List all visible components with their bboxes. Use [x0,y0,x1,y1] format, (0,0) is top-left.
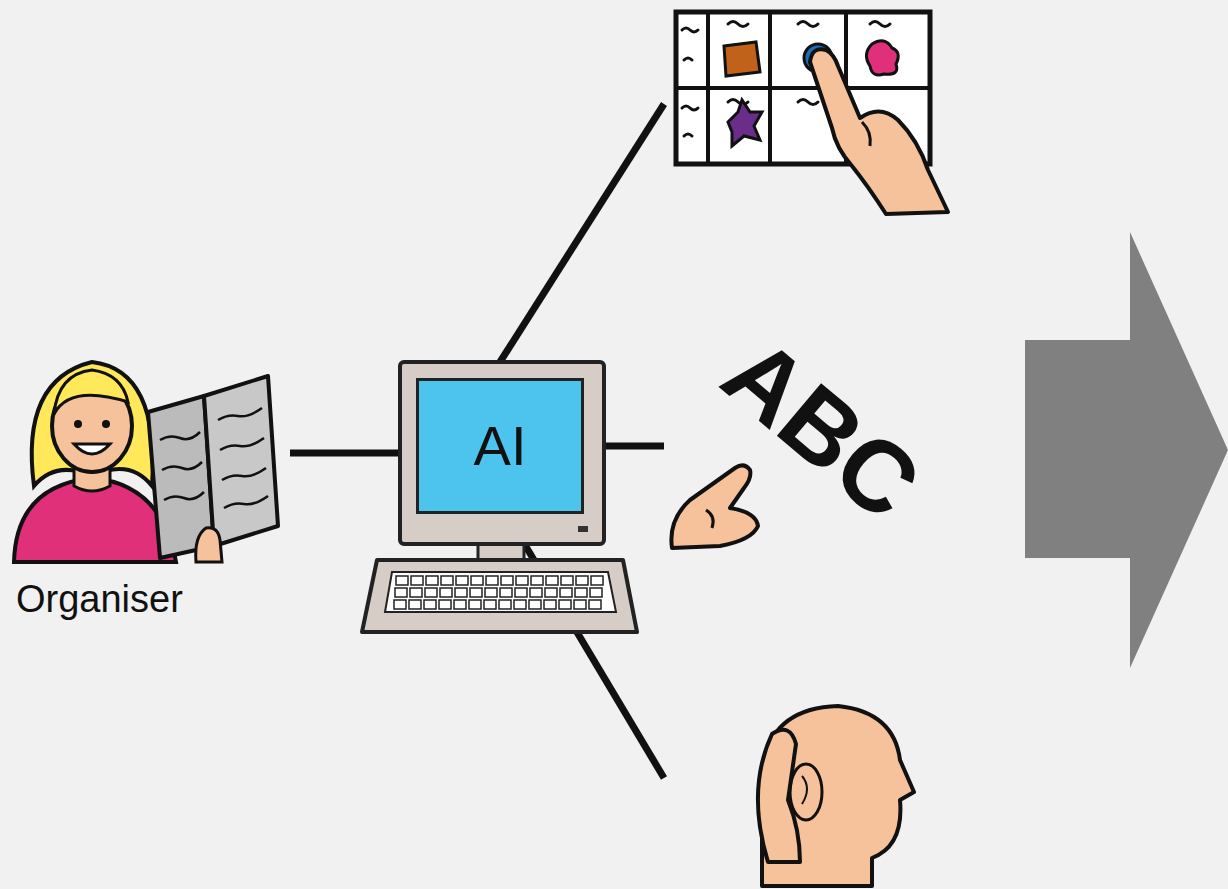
writing-hand [671,465,758,548]
illustration-part [724,42,760,76]
illustration-part [682,28,698,32]
organiser-figure: Organiser [10,340,290,640]
person-part [218,408,262,420]
illustration-part [798,100,818,105]
person-part [74,444,110,454]
key [544,600,556,609]
key [426,576,438,585]
connector-line [290,450,398,457]
illustration-part [870,22,890,27]
key [514,600,526,609]
key [425,588,437,597]
screen-text: AI [474,414,527,478]
key [395,588,407,597]
illustration-part [394,576,603,609]
listening-head [758,706,914,886]
person-part [74,420,82,428]
key [530,588,542,597]
key [546,576,558,585]
key [559,600,571,609]
illustration-part [728,22,748,27]
illustration-part [500,104,664,362]
person-part [54,370,128,414]
illustration-part [862,122,870,146]
illustration-part [676,86,930,90]
person-part [204,376,278,546]
illustration-part [525,545,664,778]
key [396,576,408,585]
pointing-hand [810,49,948,214]
illustration-part [728,100,762,146]
key [469,600,481,609]
key [575,588,587,597]
key [591,576,603,585]
alphabet-letters: ABC [707,320,937,536]
person-part [196,528,222,562]
illustration-part [706,510,713,528]
key [529,600,541,609]
illustration-part [671,465,758,548]
key [439,600,451,609]
person-part [102,420,110,428]
key [574,600,586,609]
person-part [160,408,268,508]
key [470,588,482,597]
flow-arrow [1025,232,1228,668]
person-illustration [10,340,290,565]
key [515,588,527,597]
key [410,588,422,597]
key [501,576,513,585]
key [455,588,467,597]
key [499,600,511,609]
person-part [162,462,202,470]
keyboard [362,540,637,632]
key [485,588,497,597]
key [576,576,588,585]
monitor-screen: AI [416,378,584,514]
illustration-part [866,41,898,75]
key [561,576,573,585]
computer-monitor: AI [398,360,606,546]
illustration-part [684,58,692,60]
illustration-part [606,443,664,450]
node-caption: Organiser [16,576,183,622]
key [471,576,483,585]
person-part [222,468,266,480]
key [516,576,528,585]
illustration-part [790,764,822,820]
illustration-part [810,49,948,214]
illustration-part [802,776,807,804]
power-light [578,526,588,532]
key [590,588,602,597]
illustration-part [798,22,818,27]
key [484,600,496,609]
key [411,576,423,585]
illustration-part [758,730,800,862]
key [500,588,512,597]
person-part [160,432,200,440]
illustration-part [385,572,616,612]
person-part [220,438,264,450]
illustration-part [684,134,692,136]
key [441,576,453,585]
person-part [32,362,153,486]
key [531,576,543,585]
key [424,600,436,609]
key [486,576,498,585]
key [454,600,466,609]
key [545,588,557,597]
illustration-part [362,560,637,632]
person-part [224,496,268,508]
key [589,600,601,609]
key [394,600,406,609]
illustration-part [682,106,698,110]
key [560,588,572,597]
person-part [164,492,204,500]
key [409,600,421,609]
key [440,588,452,597]
key [456,576,468,585]
